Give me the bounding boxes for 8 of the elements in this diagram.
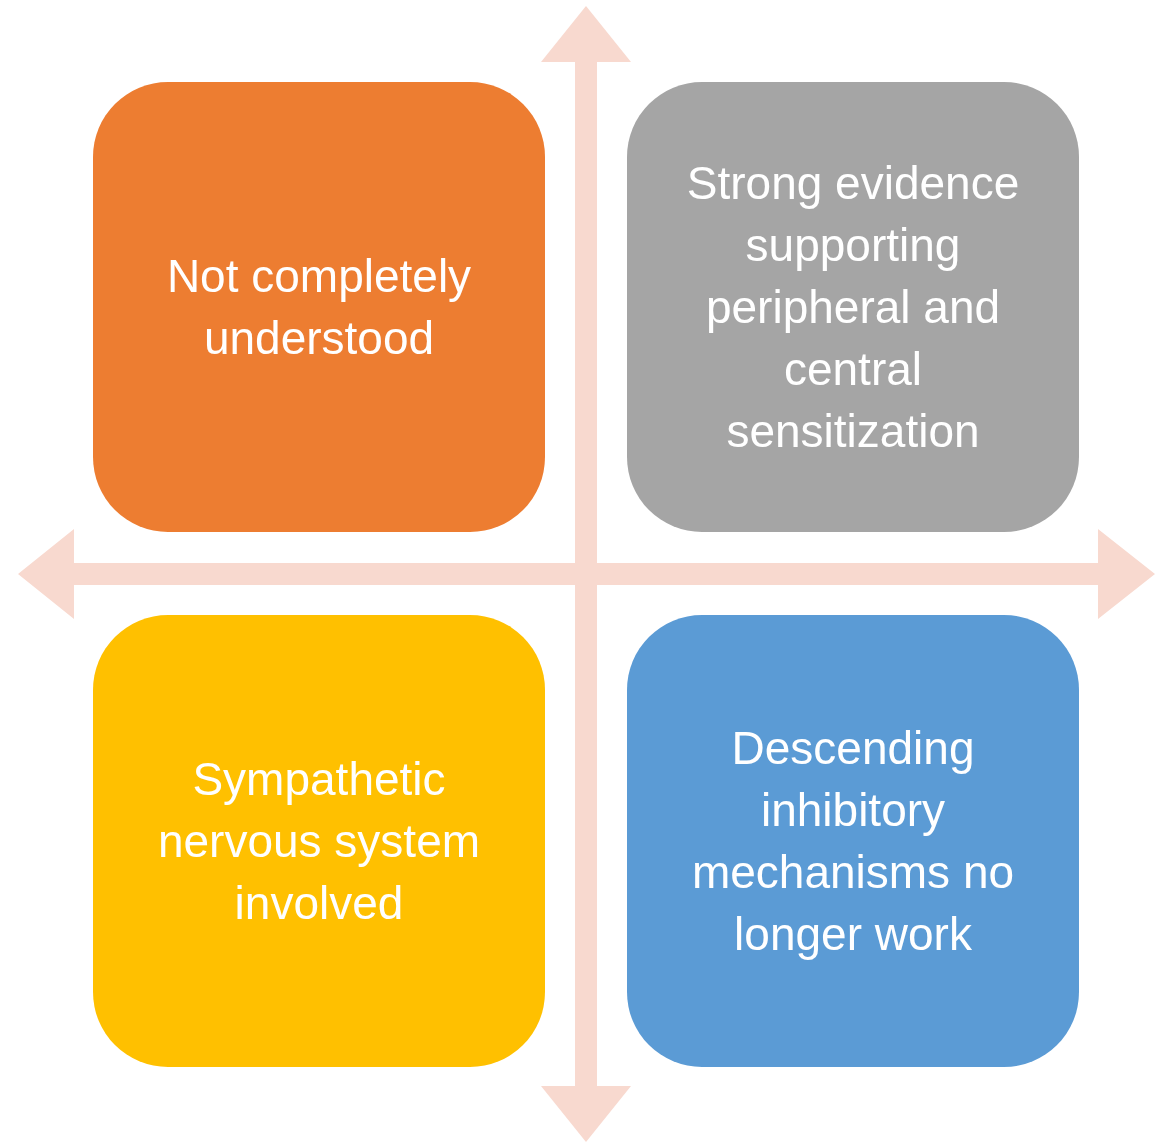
box-text: Descending inhibitory mechanisms no longer work	[690, 721, 1016, 962]
rounded-box	[93, 82, 545, 532]
rounded-box	[627, 615, 1079, 1067]
rounded-box	[93, 615, 545, 1067]
rounded-box	[627, 82, 1079, 532]
box-text: Strong evidence supporting peripheral and central sensitization	[685, 156, 1021, 459]
box-text: Not completely understood	[165, 249, 473, 366]
box-text: Sympathetic nervous system involved	[156, 752, 482, 931]
